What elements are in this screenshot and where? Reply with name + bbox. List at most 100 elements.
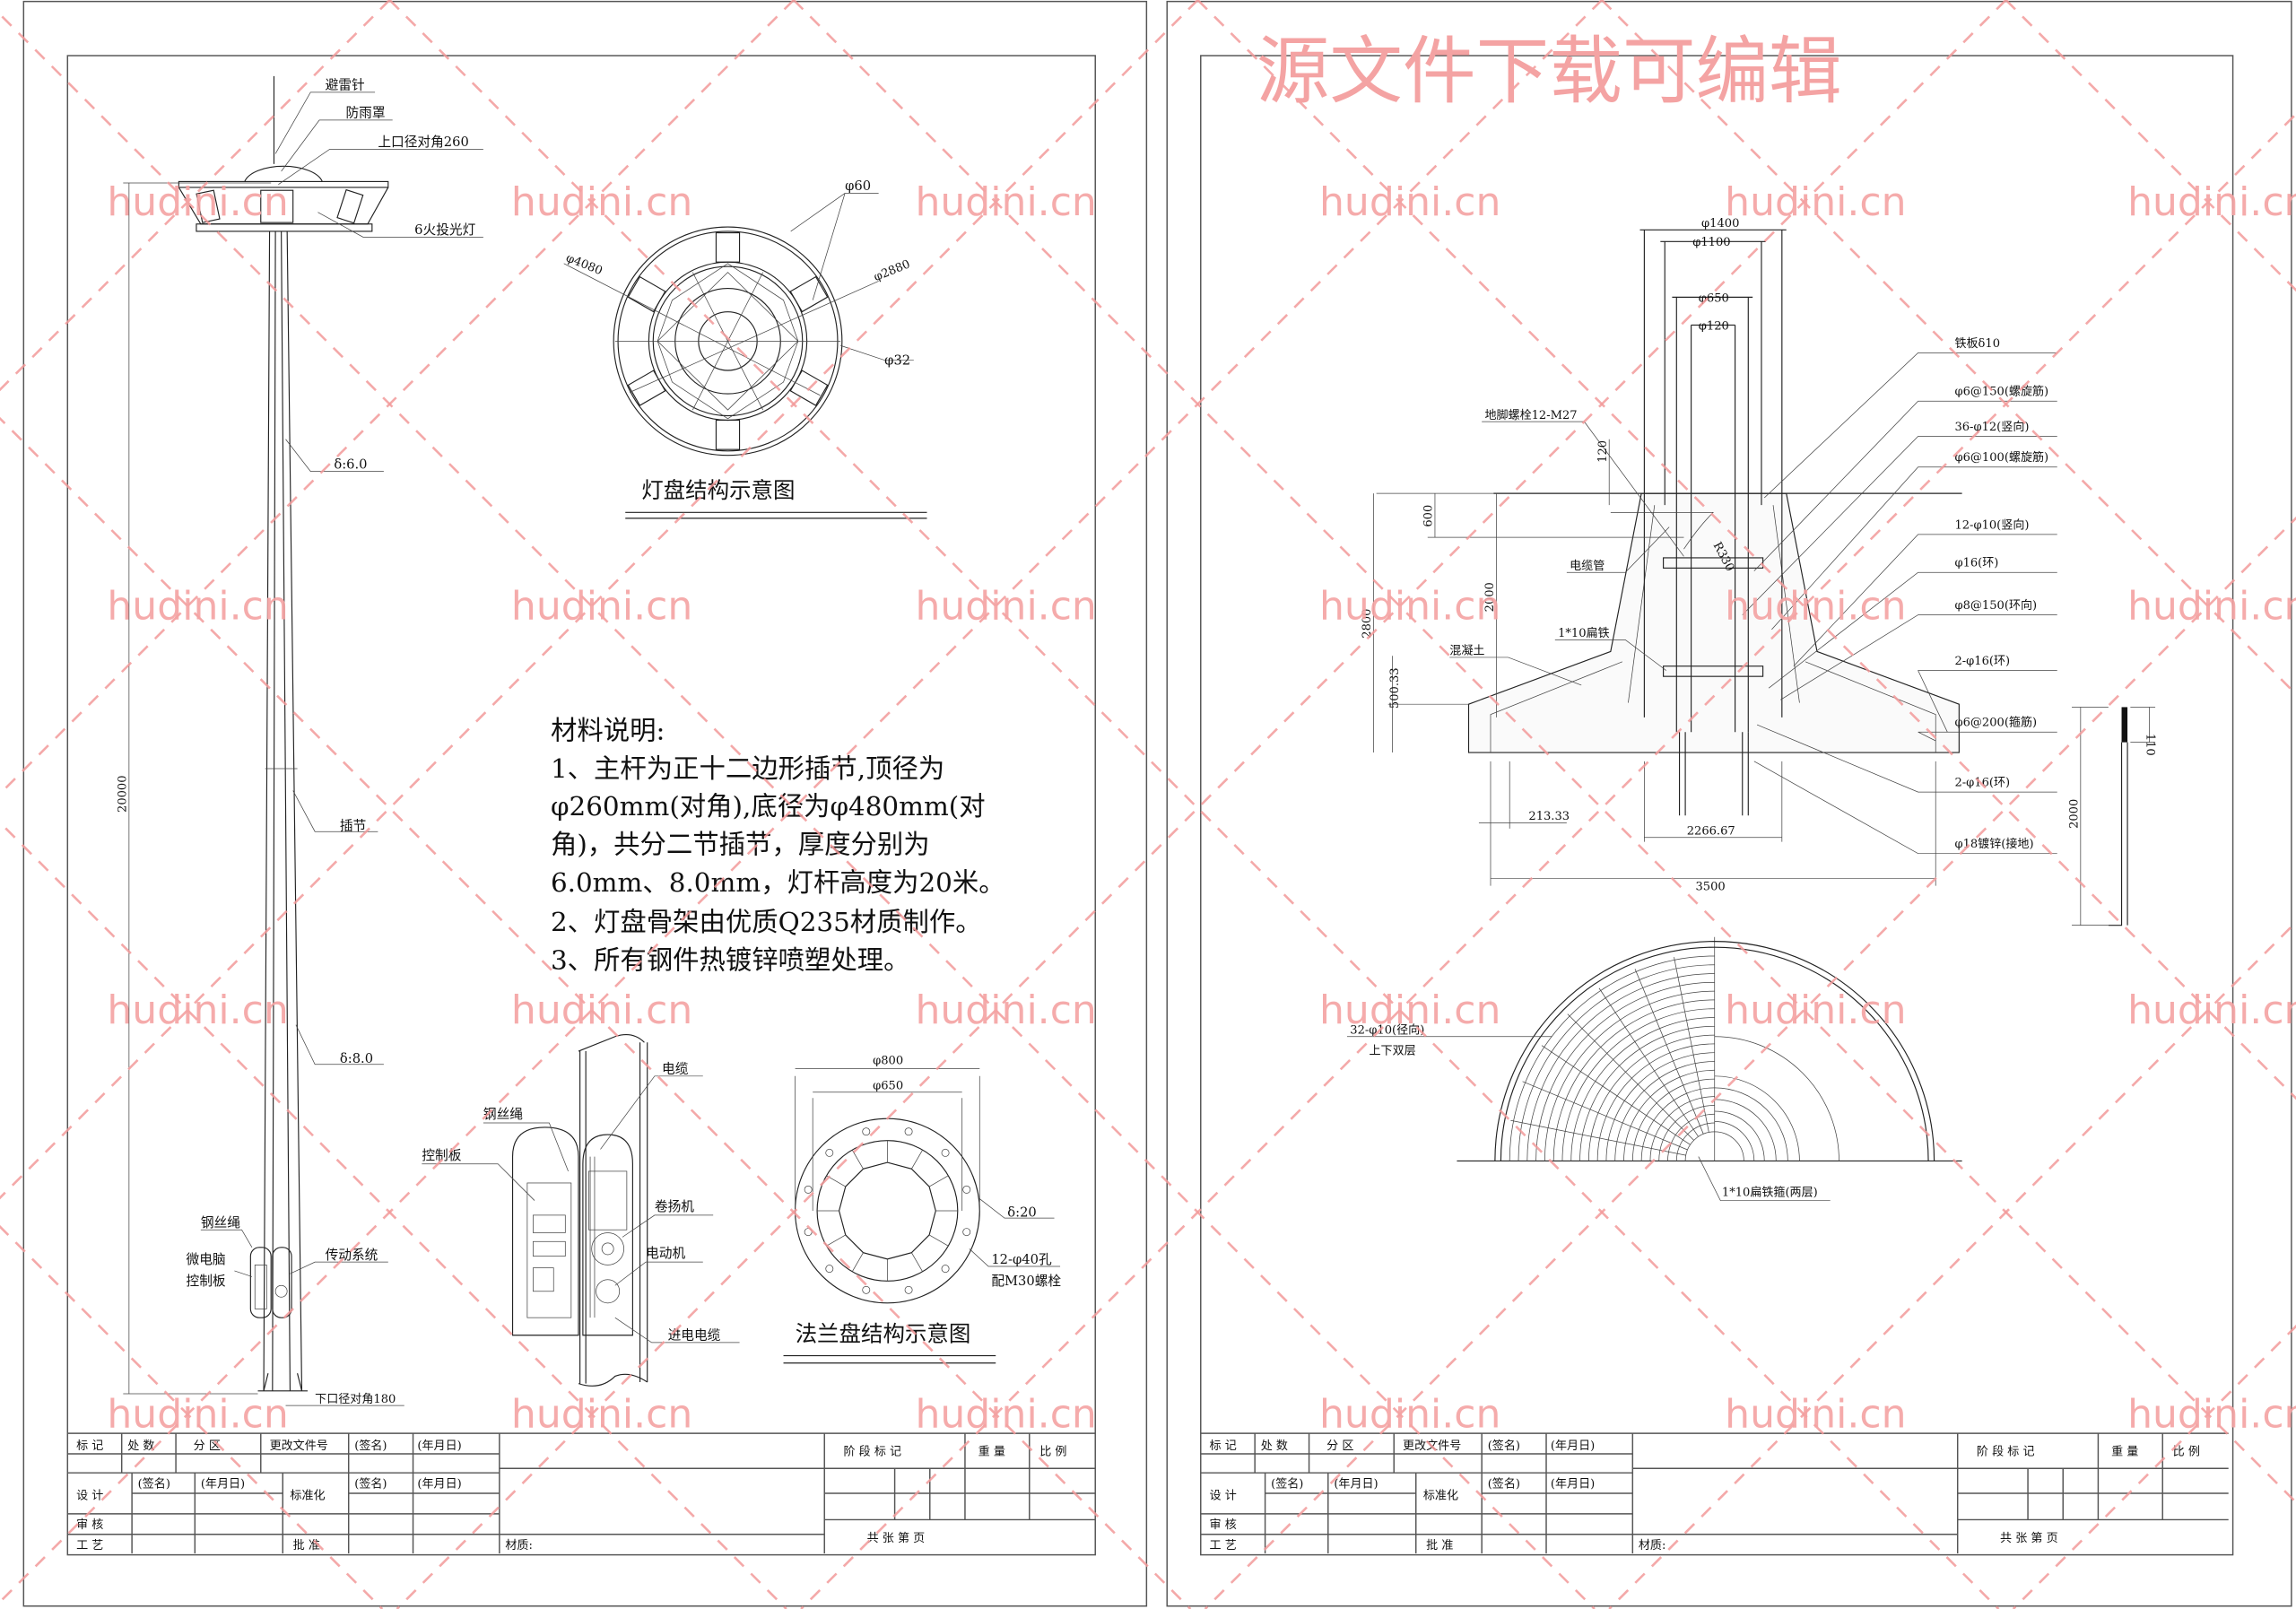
notes-line: 角)，共分二节插节，厚度分别为 [551, 830, 930, 860]
tb-approve: 批 准 [1426, 1539, 1453, 1552]
watermark-text: hudini.cn [915, 1392, 1096, 1438]
label-double-layer: 上下双层 [1369, 1044, 1415, 1057]
rebar-label: φ16(环) [1954, 557, 1998, 570]
tb-signature: (签名) [1271, 1477, 1303, 1492]
left-sheet-frame [22, 0, 1148, 1607]
rebar-label: 铁板δ10 [1954, 337, 2000, 351]
tb-sheets: 共 张 第 页 [867, 1531, 926, 1545]
tb-review: 审 核 [1210, 1518, 1237, 1532]
watermark-text: hudini.cn [107, 179, 288, 225]
pole-elevation: 避雷针 防雨罩 上口径对角260 6火投光灯 δ:6.0 插节 δ:8.0 钢丝… [117, 75, 483, 1406]
label-splice: 插节 [340, 819, 366, 834]
tb-design: 设 计 [76, 1490, 103, 1503]
label-radial-bars: 32-φ10(径向) [1350, 1022, 1424, 1037]
tb-process: 工 艺 [76, 1539, 103, 1552]
tb-mark: 标 记 [76, 1439, 103, 1453]
bolt-hole [904, 1127, 913, 1136]
bolt-hole [962, 1228, 971, 1237]
watermark-text: hudini.cn [1319, 584, 1500, 630]
tb-material: 材质: [1639, 1539, 1666, 1552]
label-flange-d800: φ800 [873, 1055, 903, 1068]
rebar-label: 2-φ16(环) [1954, 655, 2010, 668]
dim-600: 600 [1422, 505, 1436, 527]
watermark-text: hudini.cn [107, 1392, 288, 1438]
watermark-text: hudini.cn [915, 179, 1096, 225]
dim-bar-2000: 2000 [2068, 799, 2082, 829]
tb-date: (年月日) [1334, 1478, 1378, 1492]
foundation-section: φ1400 φ1100 φ650 φ120 地脚螺栓12-M27 120 电缆管… [1361, 217, 2156, 926]
flange-title: 法兰盘结构示意图 [796, 1320, 971, 1346]
notes-line: 2、灯盘骨架由优质Q235材质制作。 [551, 907, 982, 937]
label-thickness-lower: δ:8.0 [340, 1051, 373, 1066]
foundation-plan: 32-φ10(径向) 上下双层 1*10扁铁箍(两层) [1347, 936, 1962, 1201]
floodlight-icon [789, 370, 829, 406]
watermark-text: hudini.cn [107, 987, 288, 1033]
tb-change-doc: 更改文件号 [270, 1439, 328, 1453]
floodlight-icon [789, 275, 829, 313]
flange-view: φ800 φ650 δ:20 12-φ40孔 配M30螺栓 法兰盘结构示意图 [783, 1055, 1061, 1364]
label-flange-holes: 12-φ40孔 [991, 1252, 1052, 1267]
watermark-text: hudini.cn [2127, 179, 2296, 225]
label-floodlights: 6火投光灯 [414, 222, 475, 238]
material-notes: 材料说明: 1、主杆为正十二边形插节,顶径为 φ260mm(对角),底径为φ48… [551, 715, 1005, 975]
tb-material: 材质: [505, 1539, 533, 1552]
tb-signature: (签名) [354, 1477, 387, 1492]
floodlight-icon [627, 275, 666, 313]
watermark-text: hudini.cn [2127, 1392, 2296, 1438]
tb-date: (年月日) [1551, 1439, 1595, 1453]
floodlight-icon [715, 419, 741, 450]
rebar-label: φ8@150(环向) [1954, 598, 2037, 613]
tb-mark: 标 记 [1210, 1439, 1237, 1453]
notes-heading: 材料说明: [551, 715, 665, 745]
dim-pole-height: 20000 [117, 775, 130, 813]
tb-standardization: 标准化 [1423, 1490, 1458, 1503]
label-cable-pipe: 电缆管 [1570, 559, 1605, 573]
dim-d650: φ650 [1699, 291, 1729, 305]
tb-signature: (签名) [1488, 1439, 1520, 1453]
bolt-hole [962, 1185, 971, 1194]
watermark-text: hudini.cn [2127, 987, 2296, 1033]
tb-count: 处 数 [127, 1439, 154, 1453]
watermark-text: hudini.cn [915, 584, 1096, 630]
dim-500: 500.33 [1388, 667, 1402, 709]
label-hoop: 1*10扁铁箍(两层) [1722, 1186, 1818, 1200]
watermark-text: hudini.cn [1319, 987, 1500, 1033]
watermark-text: hudini.cn [511, 1392, 692, 1438]
label-rain-cover: 防雨罩 [345, 106, 385, 121]
label-d32: φ32 [884, 352, 910, 368]
label-top-diameter: 上口径对角260 [378, 135, 468, 150]
label-flat-iron: 1*10扁铁 [1558, 627, 1610, 640]
notes-line: 6.0mm、8.0mm，灯杆高度为20米。 [551, 867, 1005, 898]
label-wire-rope-detail: 钢丝绳 [483, 1107, 523, 1122]
bolt-hole [941, 1148, 950, 1157]
tb-zone: 分 区 [194, 1439, 221, 1453]
control-box-detail: 电缆 钢丝绳 控制板 卷扬机 电动机 进电电缆 [422, 1034, 740, 1387]
watermark-text: hudini.cn [1725, 584, 1906, 630]
tb-process: 工 艺 [1210, 1539, 1237, 1552]
label-incoming-cable: 进电电缆 [668, 1328, 721, 1344]
tb-standardization: 标准化 [290, 1490, 325, 1503]
dim-2266: 2266.67 [1687, 824, 1735, 838]
tb-date: (年月日) [417, 1478, 461, 1492]
dim-3500: 3500 [1696, 880, 1726, 893]
watermark-text: hudini.cn [1319, 179, 1500, 225]
lamp-plate-view: φ60 φ4080 φ2880 φ32 灯盘结构示意图 [563, 178, 927, 519]
label-bottom-diameter: 下口径对角180 [315, 1393, 396, 1406]
watermark-text: hudini.cn [511, 584, 692, 630]
tb-weight: 重 量 [2111, 1445, 2138, 1459]
dim-2800: 2800 [1361, 609, 1374, 639]
tb-zone: 分 区 [1326, 1439, 1353, 1453]
tb-design: 设 计 [1210, 1490, 1237, 1503]
notes-line: 3、所有钢件热镀锌喷塑处理。 [551, 945, 910, 976]
watermark-text: hudini.cn [107, 584, 288, 630]
label-microcomputer: 微电脑 [187, 1252, 226, 1267]
notes-line: 1、主杆为正十二边形插节,顶径为 [551, 753, 944, 784]
label-drive-system: 传动系统 [326, 1248, 378, 1263]
watermark-text: hudini.cn [511, 179, 692, 225]
label-d60: φ60 [845, 178, 871, 194]
label-lightning-rod: 避雷针 [326, 78, 365, 93]
label-flange-bolts: 配M30螺栓 [991, 1274, 1061, 1289]
tb-count: 处 数 [1261, 1439, 1288, 1453]
left-title-block: 标 记处 数分 区更改文件号(签名)(年月日)设 计(签名)(年月日)标准化(签… [67, 1432, 1096, 1553]
bolt-hole [804, 1185, 813, 1194]
